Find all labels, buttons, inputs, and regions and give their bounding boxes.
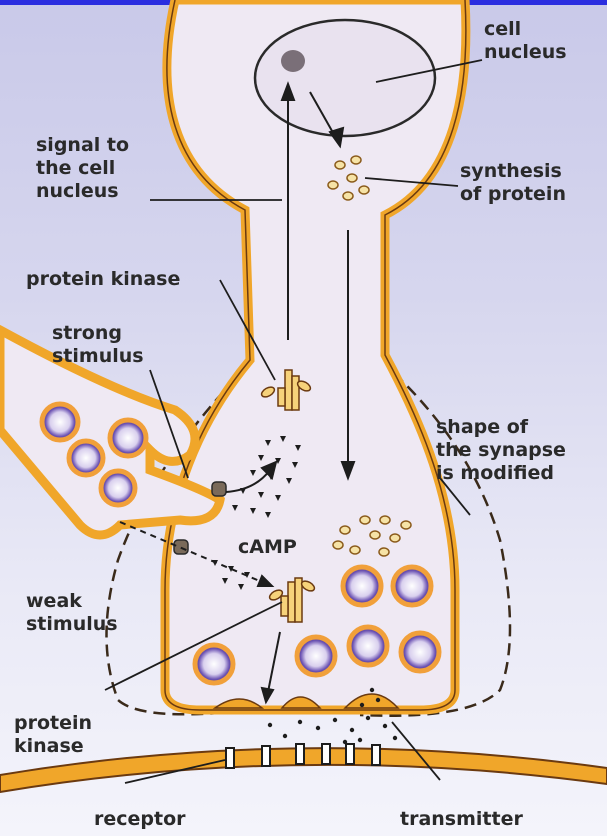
label-signal-to-nucleus: signal to the cell nucleus	[36, 134, 129, 203]
label-strong-line1: strong	[52, 322, 144, 345]
label-signal-line3: nucleus	[36, 180, 129, 203]
label-pk-bottom-line2: kinase	[14, 735, 92, 758]
label-protein-kinase-top: protein kinase	[26, 268, 180, 291]
label-weak-line2: stimulus	[26, 613, 118, 636]
label-receptor-text: receptor	[94, 808, 186, 831]
label-transmitter-text: transmitter	[400, 808, 523, 831]
label-shape-line3: is modified	[436, 462, 566, 485]
label-cell-nucleus-line2: nucleus	[484, 41, 567, 64]
label-cell-nucleus-line1: cell	[484, 18, 567, 41]
label-protein-kinase-bottom: protein kinase	[14, 712, 92, 758]
label-cell-nucleus: cell nucleus	[484, 18, 567, 64]
label-transmitter: transmitter	[400, 808, 523, 831]
label-strong-line2: stimulus	[52, 345, 144, 368]
label-camp: cAMP	[238, 536, 297, 559]
label-weak-stimulus: weak stimulus	[26, 590, 118, 636]
label-signal-line2: the cell	[36, 157, 129, 180]
label-camp-text: cAMP	[238, 536, 297, 559]
label-synthesis-line2: of protein	[460, 183, 566, 206]
label-synthesis-line1: synthesis	[460, 160, 566, 183]
label-weak-line1: weak	[26, 590, 118, 613]
label-pk-bottom-line1: protein	[14, 712, 92, 735]
label-shape-line2: the synapse	[436, 439, 566, 462]
label-shape-line1: shape of	[436, 416, 566, 439]
label-strong-stimulus: strong stimulus	[52, 322, 144, 368]
cell-nucleus	[255, 20, 435, 136]
label-protein-kinase-top-text: protein kinase	[26, 268, 180, 291]
label-receptor: receptor	[94, 808, 186, 831]
label-signal-line1: signal to	[36, 134, 129, 157]
label-synthesis-of-protein: synthesis of protein	[460, 160, 566, 206]
label-shape-of-synapse: shape of the synapse is modified	[436, 416, 566, 485]
